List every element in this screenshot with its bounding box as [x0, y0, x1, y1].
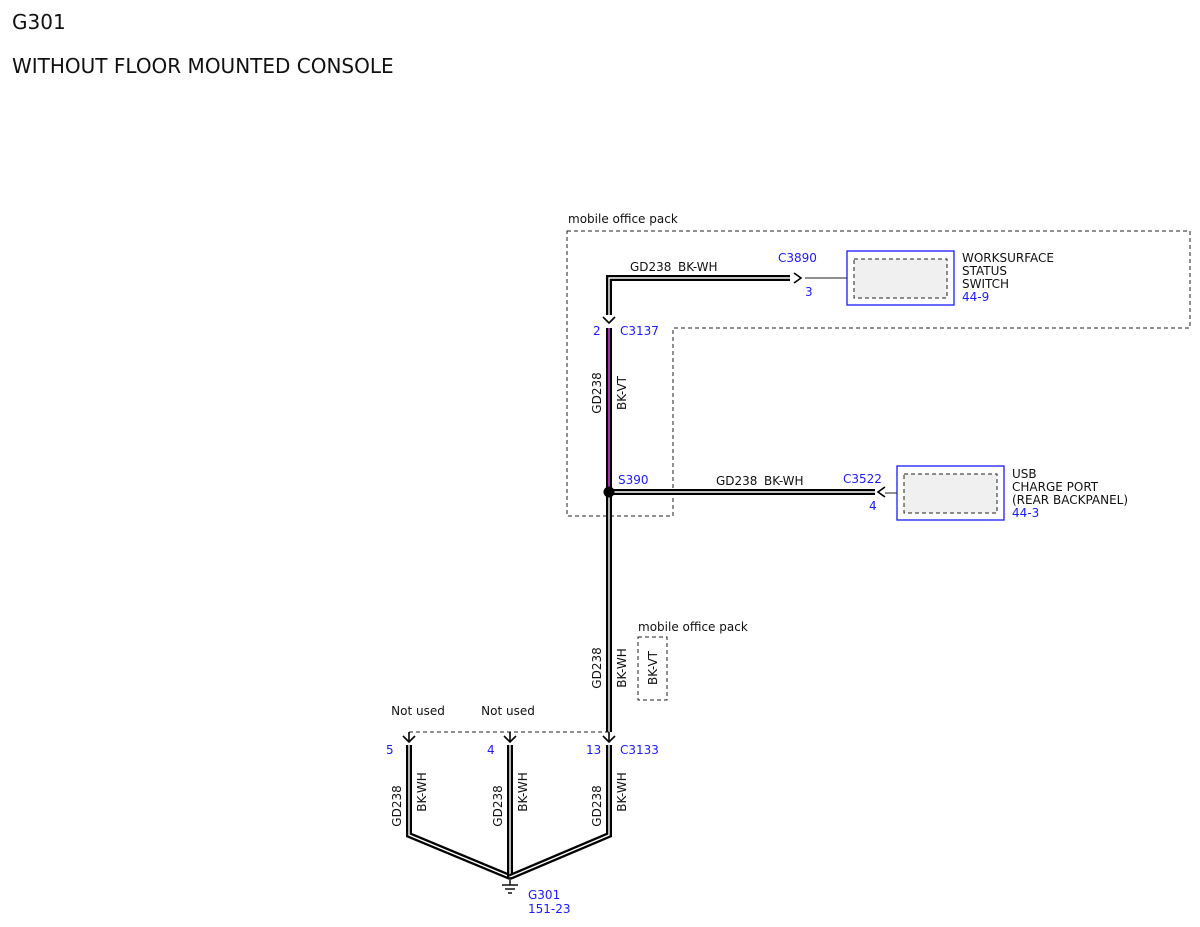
- splice-s390-dot[interactable]: [603, 486, 615, 498]
- wire-top-circuit: GD238: [630, 260, 671, 274]
- option-boundary-top: [566, 230, 1191, 517]
- connector-c3137-symbol: [602, 316, 616, 325]
- connector-c3522-pin: 4: [869, 499, 877, 513]
- connector-c3890-arrow: [793, 272, 803, 284]
- worksurface-name-line-3: SWITCH: [962, 277, 1009, 291]
- wire-branch-13-circuit: GD238: [590, 785, 604, 826]
- option-boundary-mid: [637, 636, 668, 701]
- connector-c3133-label: C3133: [620, 743, 659, 757]
- connector-c3890-label: C3890: [778, 251, 817, 265]
- connector-c3133-pin4: 4: [487, 743, 495, 757]
- wire-top-color: BK-WH: [678, 260, 718, 274]
- ground-g301-icon[interactable]: [502, 877, 518, 894]
- usb-name-line-1: USB: [1012, 467, 1037, 481]
- wire-usb-color: BK-WH: [764, 474, 804, 488]
- usb-port-inner: [903, 473, 998, 514]
- worksurface-ref[interactable]: 44-9: [962, 290, 989, 304]
- wire-branch-5-color: BK-WH: [415, 772, 429, 812]
- wire-lower-circuit: GD238: [590, 647, 604, 688]
- usb-ref[interactable]: 44-3: [1012, 506, 1039, 520]
- usb-name-line-3: (REAR BACKPANEL): [1012, 493, 1128, 507]
- ground-g301-ref[interactable]: 151-23: [528, 902, 571, 916]
- option-label-mid: mobile office pack: [638, 620, 748, 634]
- usb-name-line-2: CHARGE PORT: [1012, 480, 1099, 494]
- wire-branch-5-inner: [408, 745, 511, 878]
- connector-c3133-pin5-note: Not used: [391, 704, 445, 718]
- wire-usb-circuit: GD238: [716, 474, 757, 488]
- diagram-subtitle: WITHOUT FLOOR MOUNTED CONSOLE: [12, 54, 394, 78]
- option-mid-wire-color: BK-VT: [646, 650, 660, 685]
- wire-upper-circuit: GD238: [590, 372, 604, 413]
- wire-branch-13-inner: [509, 745, 610, 878]
- wire-lower-color: BK-WH: [615, 648, 629, 688]
- connector-c3133-pin4-note: Not used: [481, 704, 535, 718]
- worksurface-switch-inner: [853, 258, 948, 299]
- wire-top-outer: [606, 275, 790, 315]
- wire-upper-color: BK-VT: [615, 375, 629, 410]
- wire-branch-4-color: BK-WH: [516, 772, 530, 812]
- option-label-top: mobile office pack: [568, 212, 678, 226]
- connector-c3133-pin5: 5: [386, 743, 394, 757]
- ground-title: G301: [12, 10, 66, 34]
- worksurface-name-line-1: WORKSURFACE: [962, 251, 1054, 265]
- splice-s390-label: S390: [618, 473, 649, 487]
- worksurface-name-line-2: STATUS: [962, 264, 1007, 278]
- connector-c3890-pin: 3: [805, 285, 813, 299]
- connector-c3133-pin13: 13: [586, 743, 601, 757]
- wire-branch-5-circuit: GD238: [390, 785, 404, 826]
- ground-g301-label: G301: [528, 888, 560, 902]
- wire-branch-13-color: BK-WH: [615, 772, 629, 812]
- connector-c3522-label: C3522: [843, 472, 882, 486]
- connector-c3137-label: C3137: [620, 324, 659, 338]
- wire-branch-4-circuit: GD238: [491, 785, 505, 826]
- wire-top-inner: [608, 277, 790, 315]
- connector-c3137-pin: 2: [593, 324, 601, 338]
- connector-c3522-arrow: [876, 486, 886, 498]
